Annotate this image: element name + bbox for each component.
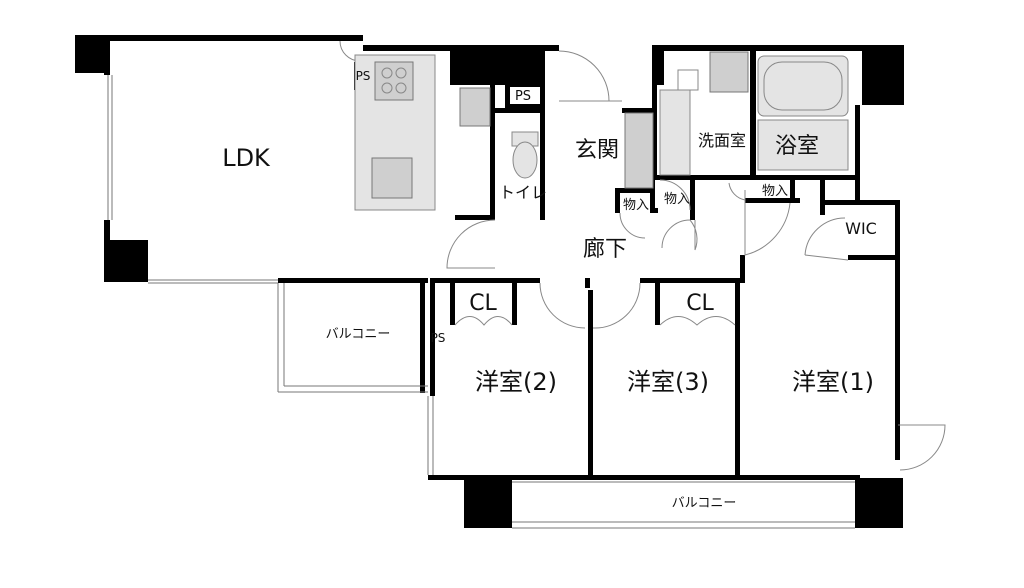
column-bottom-mid	[464, 478, 512, 528]
room-label-wic: WIC	[845, 219, 877, 238]
windows-and-balcony-lines	[107, 75, 945, 529]
fridge-space	[459, 87, 491, 127]
toilet-bowl	[512, 141, 538, 179]
label-ps-kitchen: PS	[356, 69, 371, 83]
room-label-balcony-left: バルコニー	[326, 327, 391, 342]
shoe-cabinet	[624, 112, 654, 189]
room-label-bedroom-2: 洋室(2)	[475, 368, 557, 396]
fixtures	[354, 51, 849, 211]
room-label-storage-a: 物入	[623, 198, 649, 213]
washing-machine	[709, 51, 749, 93]
room-label-balcony-bottom: バルコニー	[672, 496, 737, 511]
walls	[75, 35, 900, 480]
room-label-bedroom-3: 洋室(3)	[627, 368, 709, 396]
stove	[374, 61, 414, 101]
kitchen-sink	[371, 157, 413, 199]
room-label-toilet: トイレ	[499, 183, 547, 202]
room-label-storage-b: 物入	[664, 192, 690, 207]
room-label-bathroom: 浴室	[775, 134, 819, 159]
column-bath-top	[652, 45, 664, 85]
room-label-washroom: 洗面室	[698, 131, 746, 150]
room-label-storage-c: 物入	[762, 184, 788, 199]
door-swings	[339, 40, 946, 471]
room-label-ldk: LDK	[222, 144, 271, 172]
room-label-closet-2: CL	[469, 291, 497, 316]
column-bottom-right	[855, 478, 903, 528]
column-bottom-left	[108, 240, 148, 282]
room-label-entrance: 玄関	[575, 138, 619, 163]
column-kitchen-top	[450, 45, 545, 85]
room-label-closet-3: CL	[686, 291, 714, 316]
label-ps-top: PS	[515, 89, 531, 104]
column-top-left	[75, 35, 108, 73]
washbasin	[659, 89, 691, 176]
room-label-bedroom-1: 洋室(1)	[792, 368, 874, 396]
room-label-corridor: 廊下	[583, 237, 627, 262]
label-ps-balcony: PS	[431, 331, 446, 345]
column-bath-right	[862, 45, 904, 105]
